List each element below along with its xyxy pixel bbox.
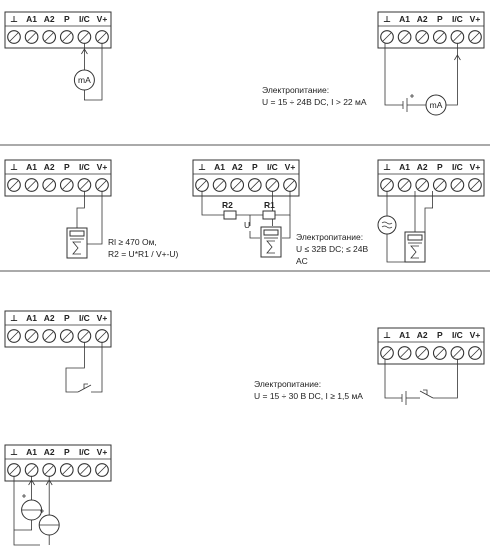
terminal-label: I/C — [79, 162, 90, 172]
meter-label: mA — [430, 100, 443, 110]
terminal-label: ⊥ — [10, 14, 18, 24]
terminal-label: ⊥ — [10, 447, 18, 457]
terminal-label: ⊥ — [383, 330, 391, 340]
terminal-label: I/C — [79, 313, 90, 323]
power-supply-label: Электропитание: — [262, 85, 329, 95]
terminal-label: V+ — [97, 14, 108, 24]
terminal-label: V+ — [97, 313, 108, 323]
terminal-label: V+ — [470, 162, 481, 172]
terminal-label: A1 — [26, 313, 37, 323]
terminal-label: ⊥ — [10, 313, 18, 323]
ac-source-icon — [377, 215, 397, 235]
resistor-r1-icon — [262, 210, 276, 220]
terminal-label: A2 — [44, 162, 55, 172]
terminal-label: A2 — [232, 162, 243, 172]
terminal-block: ⊥ A1 A2 P I/C V+ — [377, 327, 485, 365]
terminal-label: A1 — [214, 162, 225, 172]
terminal-label: ⊥ — [383, 14, 391, 24]
terminal-block: ⊥ A1 A2 P I/C V+ — [377, 159, 485, 197]
resistor-formula: R2 = U*R1 / V+-U) — [108, 249, 179, 259]
milliammeter-icon — [425, 94, 447, 116]
meter-label: mA — [78, 75, 91, 85]
terminal-block: ⊥ A1 A2 P I/C V+ — [4, 310, 112, 348]
terminal-label: A1 — [26, 162, 37, 172]
terminal-label: V+ — [470, 14, 481, 24]
switch-contact-icon — [384, 359, 458, 405]
terminal-label: A1 — [26, 14, 37, 24]
current-source-icon — [38, 514, 60, 536]
resistance-spec: Rl ≥ 470 Ом, — [108, 237, 157, 247]
terminal-label: ⊥ — [198, 162, 206, 172]
terminal-label: V+ — [285, 162, 296, 172]
power-supply-spec: U = 15 ÷ 30 B DC, I ≥ 1,5 мА — [254, 391, 363, 401]
terminal-label: P — [64, 447, 70, 457]
terminal-label: P — [437, 162, 443, 172]
terminal-label: P — [437, 14, 443, 24]
power-supply-label: Электропитание: — [296, 232, 363, 242]
terminal-label: I/C — [79, 14, 90, 24]
power-supply-spec: U = 15 ÷ 24B DC, I > 22 мА — [262, 97, 367, 107]
terminal-label: A2 — [44, 14, 55, 24]
terminal-label: I/C — [452, 162, 463, 172]
terminal-label: I/C — [267, 162, 278, 172]
switch-contact-icon — [65, 342, 103, 393]
terminal-label: A2 — [417, 162, 428, 172]
resistor-r2-icon — [223, 210, 237, 220]
current-source-icon — [21, 499, 43, 521]
wiring — [386, 191, 433, 263]
terminal-label: A1 — [399, 14, 410, 24]
polarity-plus-icon — [22, 494, 44, 513]
terminal-label: I/C — [452, 330, 463, 340]
terminal-label: A2 — [44, 313, 55, 323]
resistor-label: R1 — [264, 200, 275, 210]
terminal-label: A2 — [417, 14, 428, 24]
node-label: U — [244, 220, 250, 230]
wiring — [76, 191, 103, 245]
terminal-label: P — [64, 162, 70, 172]
terminal-label: V+ — [97, 162, 108, 172]
terminal-label: ⊥ — [10, 162, 18, 172]
terminal-label: P — [64, 14, 70, 24]
counter-icon — [260, 226, 282, 258]
terminal-block: ⊥ A1 A2 P I/C V+ — [4, 11, 112, 49]
terminal-label: A2 — [44, 447, 55, 457]
counter-icon — [404, 231, 426, 263]
terminal-label: A1 — [26, 447, 37, 457]
terminal-block: ⊥ A1 A2 P I/C V+ — [377, 11, 485, 49]
terminal-block: ⊥ A1 A2 P I/C V+ — [4, 444, 112, 482]
terminal-label: P — [64, 313, 70, 323]
terminal-block: ⊥ A1 A2 P I/C V+ — [4, 159, 112, 197]
terminal-label: A1 — [399, 162, 410, 172]
terminal-label: I/C — [452, 14, 463, 24]
wiring — [201, 191, 291, 239]
resistor-label: R2 — [222, 200, 233, 210]
terminal-label: V+ — [470, 330, 481, 340]
counter-icon — [66, 227, 88, 259]
milliammeter-icon — [73, 69, 95, 91]
terminal-label: P — [437, 330, 443, 340]
wiring — [13, 476, 53, 546]
terminal-label: I/C — [79, 447, 90, 457]
terminal-label: A1 — [399, 330, 410, 340]
power-supply-spec: U ≤ 32B DC; ≤ 24B — [296, 244, 368, 254]
terminal-label: V+ — [97, 447, 108, 457]
terminal-label: P — [252, 162, 258, 172]
power-supply-spec-cont: AC — [296, 256, 308, 266]
wiring — [81, 43, 103, 101]
wiring — [384, 43, 461, 112]
terminal-block: ⊥ A1 A2 P I/C V+ — [192, 159, 300, 197]
terminal-label: ⊥ — [383, 162, 391, 172]
power-supply-label: Электропитание: — [254, 379, 321, 389]
terminal-label: A2 — [417, 330, 428, 340]
